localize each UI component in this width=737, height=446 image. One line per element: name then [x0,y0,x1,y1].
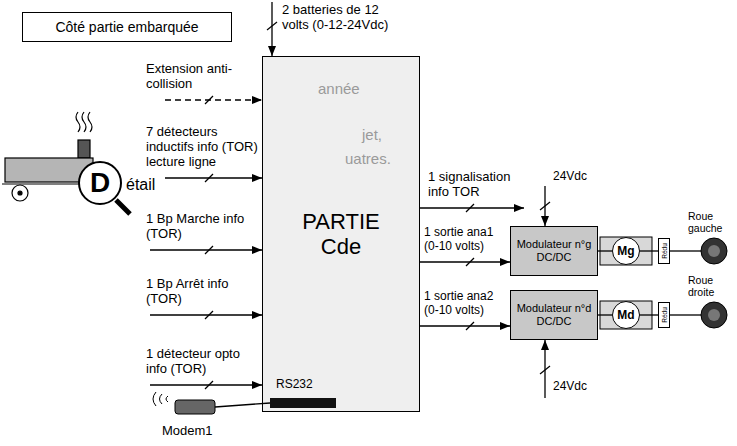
input-arrow [150,384,262,385]
connector [598,314,612,315]
supply-label: 24Vdc [553,380,587,394]
vehicle-wheel [12,185,28,201]
input-arrow [150,314,262,315]
wheel-shaft [670,314,701,315]
wheel-shaft [670,250,701,251]
node-text: Rédu [661,307,668,323]
gearbox-box: Rédu [658,238,670,264]
watermark: uatres. [345,150,391,167]
gearbox-box: Rédu [658,302,670,328]
title-box: Côté partie embarquée [22,12,232,42]
node-text: Modulateur n°g DC/DC [511,238,597,263]
bus-slash [205,174,213,182]
motor-circle: Mg [612,237,640,265]
node-text: D [90,167,110,199]
input-arrow [165,177,262,178]
modulator-box: Modulateur n°d DC/DC [510,290,598,340]
node-caption: étail [126,176,155,194]
vehicle-illustration [2,112,130,214]
modem-label: Modem1 [162,424,213,439]
bus-slash [267,22,277,30]
power-label: 2 batteries de 12 volts (0-12-24Vdc) [282,3,392,33]
magnifier-handle [116,200,130,214]
bus-slash [205,311,213,319]
bus-slash [205,381,213,389]
output-label: 1 signalisation info TOR [428,170,528,200]
port-label: RS232 [276,378,313,392]
watermark: année [318,80,360,97]
magnifier-circle: Détail [78,161,122,205]
wheel [701,302,727,328]
node-text: PARTIE Cde [296,209,386,260]
output-arrow [420,207,524,208]
bus-slash [540,366,550,374]
wheel-label: Roue gauche [688,210,734,234]
input-label: 7 détecteurs inductifs info (TOR) lectur… [146,125,258,170]
watermark: jet, [362,126,382,143]
wheel-hub [18,191,22,195]
node-text: Côté partie embarquée [55,19,198,35]
wheel-hub [708,309,720,321]
bus-slash [205,246,213,254]
power-arrow [271,2,272,56]
rs232-connector [270,398,336,408]
connector [420,325,510,326]
connector [640,314,658,315]
wheel [701,238,727,264]
node-text: Md [617,308,634,322]
signal-label: 1 sortie ana1 (0-10 volts) [424,226,508,254]
dashed-input-arrow [165,99,262,100]
signal-label: 1 sortie ana2 (0-10 volts) [424,290,508,318]
connector [640,250,658,251]
input-label: Extension anti-collision [146,62,258,92]
control-unit-box: PARTIE Cde [262,56,420,412]
node-text: Mg [617,244,634,258]
modulator-box: Modulateur n°g DC/DC [510,226,598,276]
input-label: 1 Bp Marche info (TOR) [146,212,258,242]
supply-label: 24Vdc [553,170,587,184]
connector [420,261,510,262]
wheel-label: Roue droite [688,274,734,298]
bus-slash [466,204,474,212]
bus-slash [205,96,213,104]
control-unit-fill [262,56,420,412]
exhaust-wave [82,112,86,132]
sensor-block [78,140,90,158]
bus-slash [540,202,550,210]
node-text: Modulateur n°d DC/DC [511,302,597,327]
exhaust-wave [76,112,80,132]
wheel-hub [708,245,720,257]
exhaust-wave [88,112,92,132]
input-label: 1 Bp Arrêt info (TOR) [146,277,258,307]
node-text: Rédu [661,243,668,259]
radio-waves [153,392,168,406]
modem-icon [175,400,215,414]
input-label: 1 détecteur opto info (TOR) [146,347,258,377]
motor-circle: Md [612,301,640,329]
connector [598,250,612,251]
input-arrow [150,249,262,250]
